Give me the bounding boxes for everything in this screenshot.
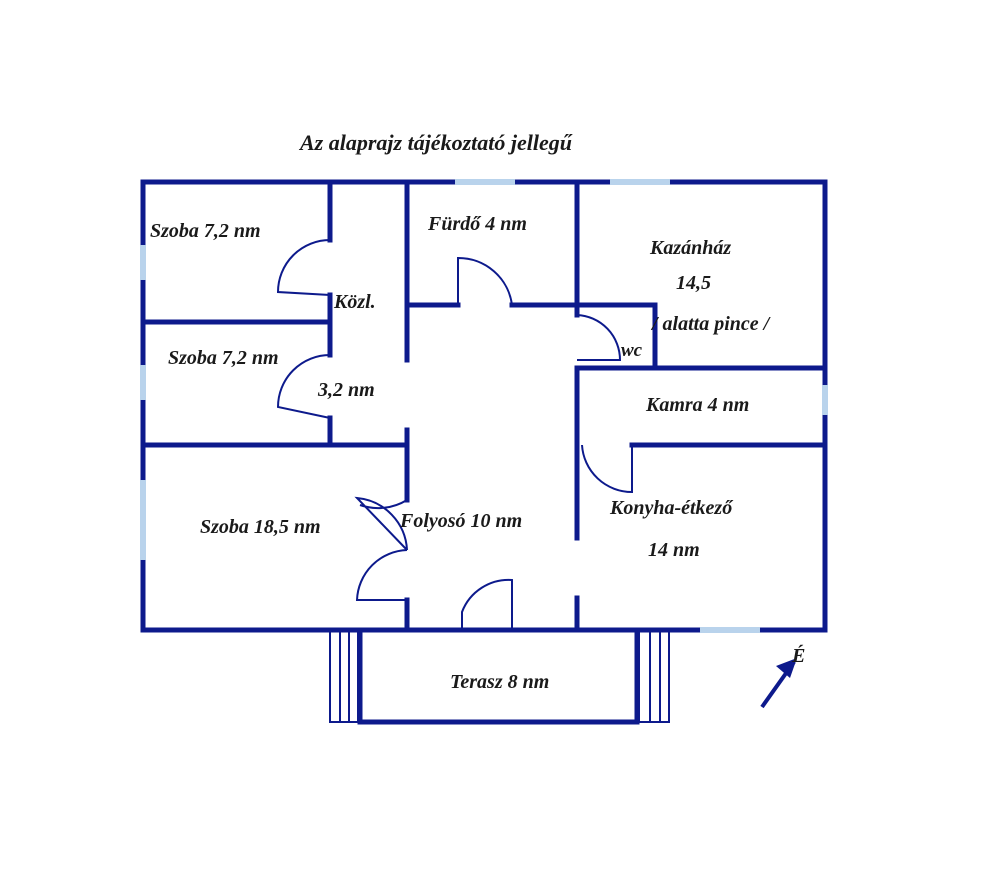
plan-title: Az alaprajz tájékoztató jellegű [298, 130, 573, 155]
room-terasz: Terasz 8 nm [450, 671, 549, 693]
room-kazanhaz-name: Kazánház [649, 237, 731, 259]
north-arrow-icon [760, 658, 797, 709]
room-kazanhaz-note: / alatta pince / [650, 313, 772, 335]
room-szoba-middle: Szoba 7,2 nm [168, 347, 279, 369]
room-konyha-name: Konyha-étkező [609, 497, 734, 519]
room-kozl-area: 3,2 nm [317, 379, 375, 401]
terrace [329, 627, 670, 725]
windows [140, 179, 828, 633]
room-wc: wc [621, 340, 643, 361]
room-kamra: Kamra 4 nm [645, 394, 749, 416]
room-folyoso: Folyosó 10 nm [399, 510, 522, 532]
doors [276, 239, 633, 630]
room-konyha-area: 14 nm [648, 539, 700, 561]
compass-label: É [791, 644, 805, 667]
room-szoba-top: Szoba 7,2 nm [150, 220, 261, 242]
room-szoba-large: Szoba 18,5 nm [200, 516, 321, 538]
interior-walls [140, 179, 828, 633]
room-kazanhaz-area: 14,5 [676, 272, 711, 294]
room-furdo: Fürdő 4 nm [427, 213, 527, 235]
room-kozl-name: Közl. [333, 291, 376, 313]
